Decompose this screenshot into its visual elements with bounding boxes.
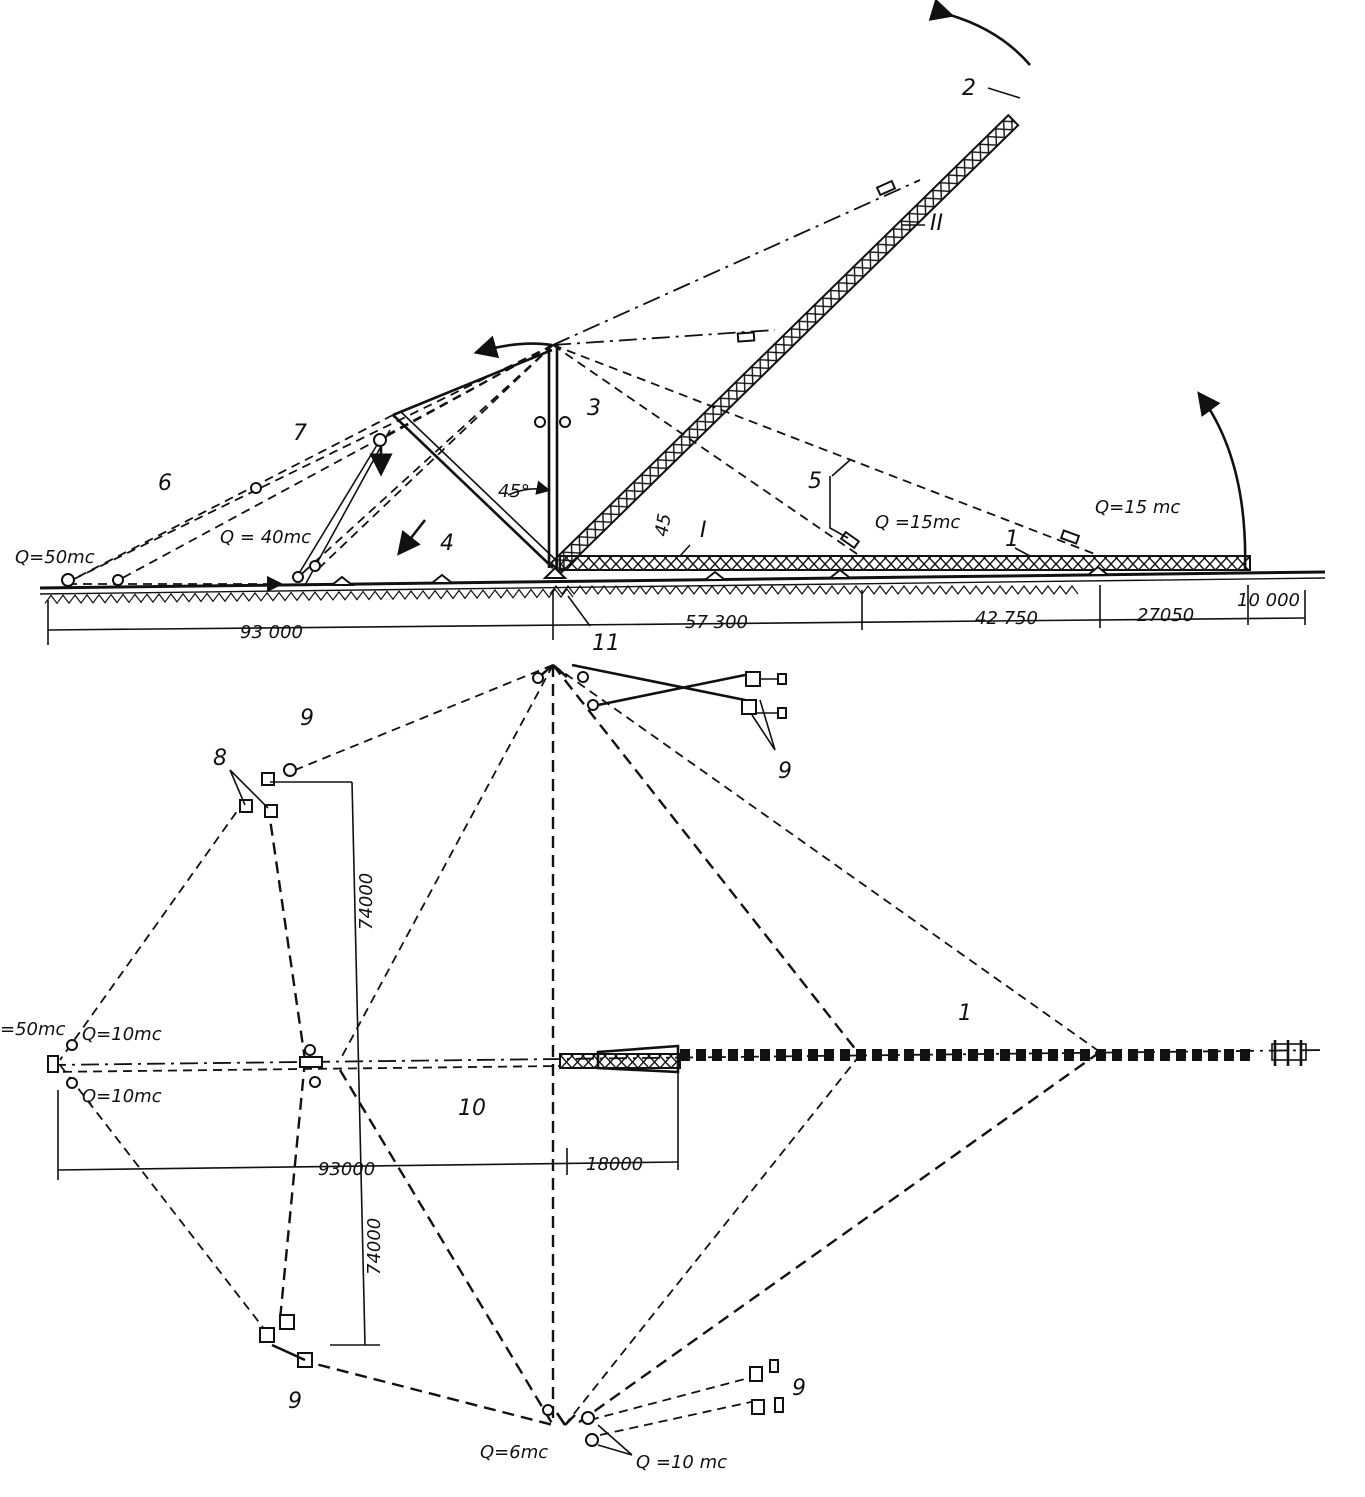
load-q15-b: Q=15 mc <box>1095 497 1180 518</box>
dim-27050: 27050 <box>1137 605 1194 626</box>
pulley-icon <box>250 482 262 494</box>
pulley-icon <box>559 416 571 428</box>
dim-93000-top: 93 000 <box>240 622 303 643</box>
label-4: 4 <box>440 531 454 556</box>
dim-74000-upper: 74000 <box>356 873 377 930</box>
mast-3 <box>547 345 559 568</box>
label-I: I <box>700 518 707 543</box>
anchor-icon <box>309 560 321 572</box>
label-5: 5 <box>808 469 822 494</box>
hinge-icon <box>542 566 568 579</box>
load-q50-bottom: =50mc <box>0 1019 66 1040</box>
label-9-d: 9 <box>792 1376 806 1401</box>
anchor-icon <box>61 573 75 587</box>
cable-5 <box>552 344 1101 557</box>
label-9-c: 9 <box>288 1389 302 1414</box>
boom-plan-start <box>559 1053 681 1069</box>
label-3: 3 <box>587 396 601 421</box>
label-6: 6 <box>158 471 172 496</box>
pulley-icon <box>373 433 387 447</box>
dim-42750: 42 750 <box>975 608 1038 629</box>
back-stays <box>67 344 554 593</box>
pulley-icon <box>534 416 546 428</box>
down-arrow <box>397 519 427 556</box>
winch-icon <box>749 1366 763 1382</box>
label-1-bottom: 1 <box>958 1001 972 1026</box>
load-q10-a: Q=10mc <box>82 1024 162 1045</box>
label-9-b: 9 <box>778 759 792 784</box>
ground-line <box>39 570 1326 605</box>
dim-93000-bottom: 93000 <box>318 1159 375 1180</box>
elevation-dimensions <box>47 585 1306 645</box>
angle-label: 45° <box>498 481 530 502</box>
label-8: 8 <box>213 746 227 771</box>
elevation-view <box>39 0 1326 645</box>
boom-section-I-horizontal <box>559 555 1251 571</box>
dim-18000: 18000 <box>586 1154 643 1175</box>
load-labels: Q=50mc Q = 40mc Q =15mc Q=15 mc =50mc Q=… <box>0 497 1180 1473</box>
support-icon <box>329 575 355 586</box>
dim-74000-lower: 74000 <box>364 1218 385 1275</box>
label-9-a: 9 <box>300 706 314 731</box>
pulley-block-icon <box>736 331 756 343</box>
dim-57300: 57 300 <box>685 612 748 633</box>
label-1-top: 1 <box>1005 527 1019 552</box>
winch-icon <box>279 1314 295 1330</box>
winch-icon <box>741 699 757 715</box>
label-II: II <box>930 211 943 236</box>
boom-section-II-inclined <box>549 113 1020 575</box>
load-q50-top: Q=50mc <box>15 547 95 568</box>
angle-label-boom: 45 <box>651 512 676 538</box>
rotation-arrow-right <box>1197 391 1247 571</box>
rotation-arrow-mast <box>473 335 553 359</box>
label-2: 2 <box>962 76 976 101</box>
load-q15-a: Q =15mc <box>875 512 960 533</box>
winch-icon <box>745 671 761 687</box>
plan-view <box>47 663 1326 1456</box>
pulley-block-icon <box>875 179 897 197</box>
dimension-labels: 93 000 57 300 42 750 27050 10 000 74000 … <box>240 590 1300 1275</box>
label-11: 11 <box>592 631 620 656</box>
rotation-arrow-top <box>928 0 1031 66</box>
load-q40: Q = 40mc <box>220 527 311 548</box>
load-q10-b: Q=10mc <box>82 1086 162 1107</box>
strut-4 <box>392 348 559 569</box>
label-7: 7 <box>293 421 307 446</box>
load-q6: Q=6mc <box>480 1442 548 1463</box>
main-hoist-cable <box>552 179 921 346</box>
winch-icon <box>261 772 275 786</box>
anchor-icon <box>292 571 304 583</box>
angle-arc <box>507 480 551 496</box>
plan-dimensions <box>57 781 679 1346</box>
ground-anchors <box>61 416 1111 587</box>
dim-10000: 10 000 <box>1237 590 1300 611</box>
reference-labels: 2 II 3 7 6 4 5 I 1 11 45° 45 9 9 8 1 10 … <box>158 76 1019 1414</box>
plan-nodes <box>47 671 787 1456</box>
plan-cables <box>59 663 1101 1436</box>
anchor-icon <box>112 574 124 586</box>
load-q10-c: Q =10 mc <box>636 1452 727 1473</box>
label-10: 10 <box>458 1096 486 1121</box>
